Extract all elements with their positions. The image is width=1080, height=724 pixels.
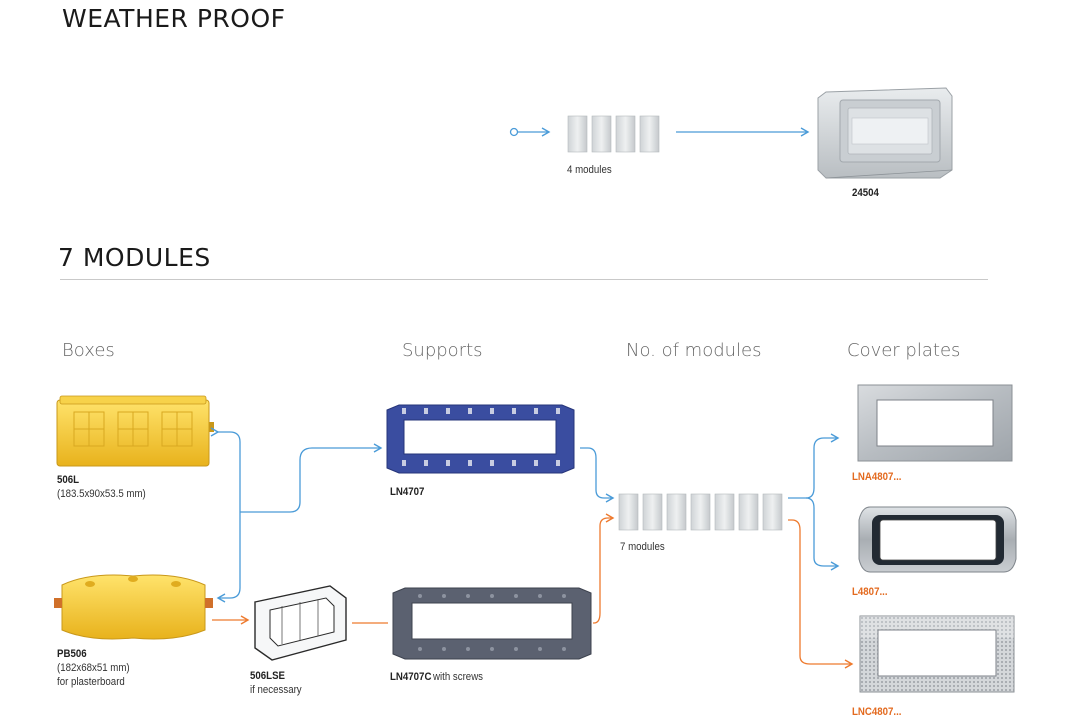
module-block [591,115,612,153]
connector-ln4707-to-modules [580,447,615,503]
orange-connectors [212,513,854,669]
weather-module-strip [567,115,660,153]
support-ln4707c-code: LN4707C [390,671,432,683]
module-block [666,493,687,531]
weather-enclosure-24504 [817,87,953,179]
blue-connectors [210,427,840,603]
seven-modules-label: 7 modules [620,541,665,553]
cover-plate-lna4807 [857,384,1013,462]
connector-to-ln4707 [240,443,383,513]
support-ln4707 [386,404,575,474]
connector-to-lnc4807 [788,519,854,669]
weather-start-dot [509,127,519,137]
weather-enclosure-code: 24504 [852,187,879,199]
module-block [567,115,588,153]
module-block [618,493,639,531]
box-pb506 [54,574,213,640]
section-divider [60,279,988,280]
connector-to-l4807 [805,497,840,571]
column-header-modules: No. of modules [626,340,762,361]
weather-modules-label: 4 modules [567,164,612,176]
adapter-code: 506LSE [250,670,285,682]
support-ln4707c-suffix: with screws [433,671,484,683]
module-block [690,493,711,531]
column-header-supports: Supports [402,340,483,361]
column-header-boxes: Boxes [62,340,115,361]
module-block [762,493,783,531]
module-block [615,115,636,153]
seven-module-strip [618,493,783,531]
module-block [642,493,663,531]
cover-plate-l4807 [858,506,1017,573]
adapter-506lse [254,585,347,661]
module-block [639,115,660,153]
seven-modules-title: 7 MODULES [58,243,211,272]
connector-ln4707c-to-modules [593,513,615,624]
module-block [714,493,735,531]
weather-proof-title: WEATHER PROOF [62,4,286,33]
box-pb506-note: for plasterboard [57,676,125,688]
connector-to-lna4807 [788,433,840,499]
connector-boxes-bracket [210,427,241,603]
box-506l [56,395,214,467]
box-506l-code: 506L [57,474,80,486]
support-ln4707c-label: LN4707C with screws [390,667,490,685]
box-506l-dims: (183.5x90x53.5 mm) [57,488,146,500]
cover-plate-l4807-code: L4807... [852,586,888,598]
cover-plate-lnc4807 [859,615,1015,693]
support-ln4707c [392,587,592,660]
column-header-cover-plates: Cover plates [847,340,961,361]
box-pb506-code: PB506 [57,648,87,660]
support-ln4707-code: LN4707 [390,486,425,498]
module-block [738,493,759,531]
cover-plate-lna4807-code: LNA4807... [852,471,902,483]
adapter-note: if necessary [250,684,302,696]
cover-plate-lnc4807-code: LNC4807... [852,706,902,718]
box-pb506-dims: (182x68x51 mm) [57,662,130,674]
